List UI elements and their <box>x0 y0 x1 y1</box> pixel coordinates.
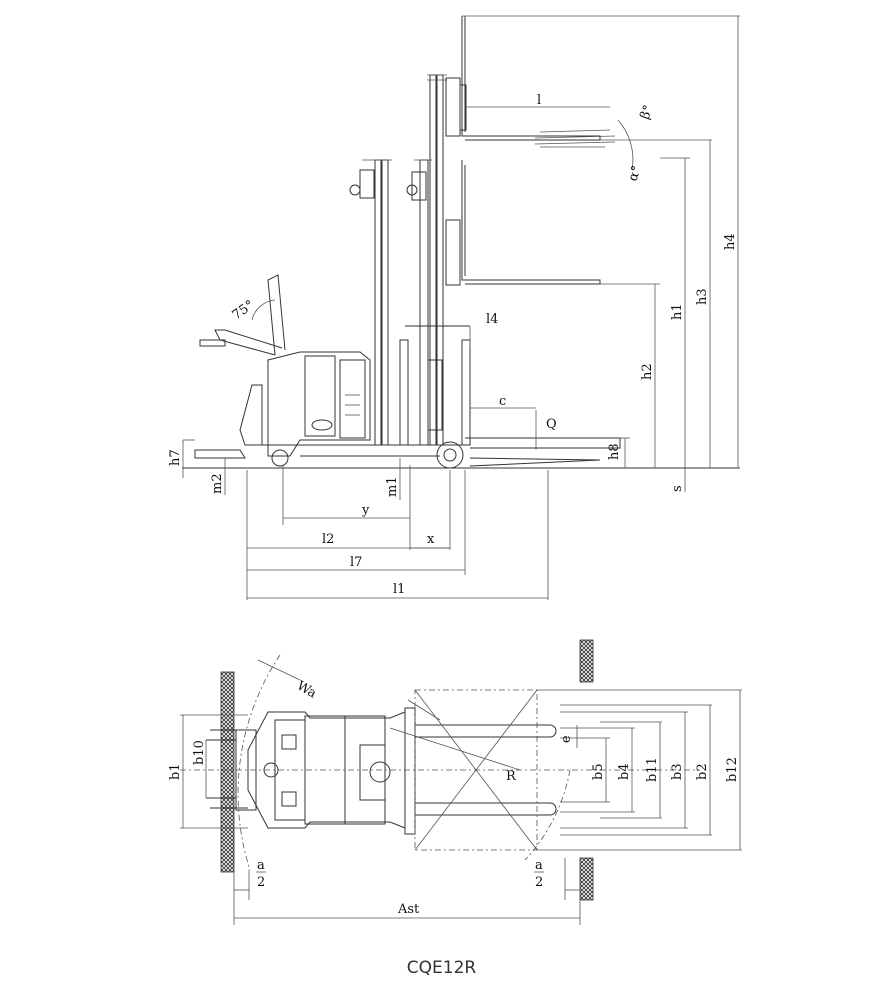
label-l: l <box>537 93 541 108</box>
label-y: y <box>361 503 370 518</box>
aisle-wall-left <box>220 671 235 873</box>
label-b2: b2 <box>695 763 710 780</box>
forks-top <box>389 689 557 851</box>
label-l4: l4 <box>486 312 498 327</box>
label-s: s <box>670 485 685 492</box>
label-l1: l1 <box>393 582 405 597</box>
vertical-dimensions <box>182 15 740 500</box>
horizontal-dimensions <box>246 106 634 600</box>
label-h8: h8 <box>607 443 622 460</box>
label-h7: h7 <box>168 449 183 466</box>
mast-middle <box>349 159 601 446</box>
mast-extended <box>427 16 616 446</box>
label-tiller-angle: 75° <box>230 298 257 324</box>
label-b5: b5 <box>591 763 606 780</box>
fork-lowered <box>399 325 621 467</box>
label-Q: Q <box>546 417 557 432</box>
label-b12: b12 <box>725 757 740 782</box>
truck-body <box>194 274 465 469</box>
label-b11: b11 <box>645 757 660 782</box>
label-a-right-den: 2 <box>535 875 543 890</box>
label-Wa: Wa <box>294 678 319 701</box>
label-e: e <box>559 735 574 743</box>
label-h4: h4 <box>723 233 738 250</box>
drawing-caption: CQE12R <box>406 958 477 978</box>
label-alpha: α° <box>626 164 645 183</box>
label-beta: β° <box>638 103 657 121</box>
label-b4: b4 <box>617 763 632 780</box>
label-c: c <box>499 394 506 409</box>
label-a-left-num: a <box>257 858 265 873</box>
label-m1: m1 <box>385 476 400 497</box>
side-view: l β° α° h4 h3 h1 h2 l4 c Q h8 s h7 m2 m1… <box>168 15 740 600</box>
label-a-left-den: 2 <box>257 875 265 890</box>
label-h1: h1 <box>670 303 685 320</box>
label-a-right-num: a <box>535 858 543 873</box>
truck-top <box>180 711 700 829</box>
label-m2: m2 <box>210 473 225 494</box>
label-h3: h3 <box>695 288 710 305</box>
label-x: x <box>427 532 435 547</box>
label-b3: b3 <box>670 763 685 780</box>
label-b10: b10 <box>192 740 207 765</box>
top-view-dimensions <box>180 689 742 925</box>
label-h2: h2 <box>640 363 655 380</box>
label-b1: b1 <box>168 763 183 780</box>
label-l7: l7 <box>350 555 362 570</box>
aisle-wall-right-top <box>579 639 594 683</box>
label-l2: l2 <box>322 532 334 547</box>
aisle-wall-right-bottom <box>579 857 594 901</box>
label-Ast: Ast <box>397 902 420 917</box>
label-R: R <box>506 769 517 784</box>
top-view: Wa R e b1 b10 b5 b4 b11 b3 b2 b12 a 2 a … <box>168 639 742 925</box>
